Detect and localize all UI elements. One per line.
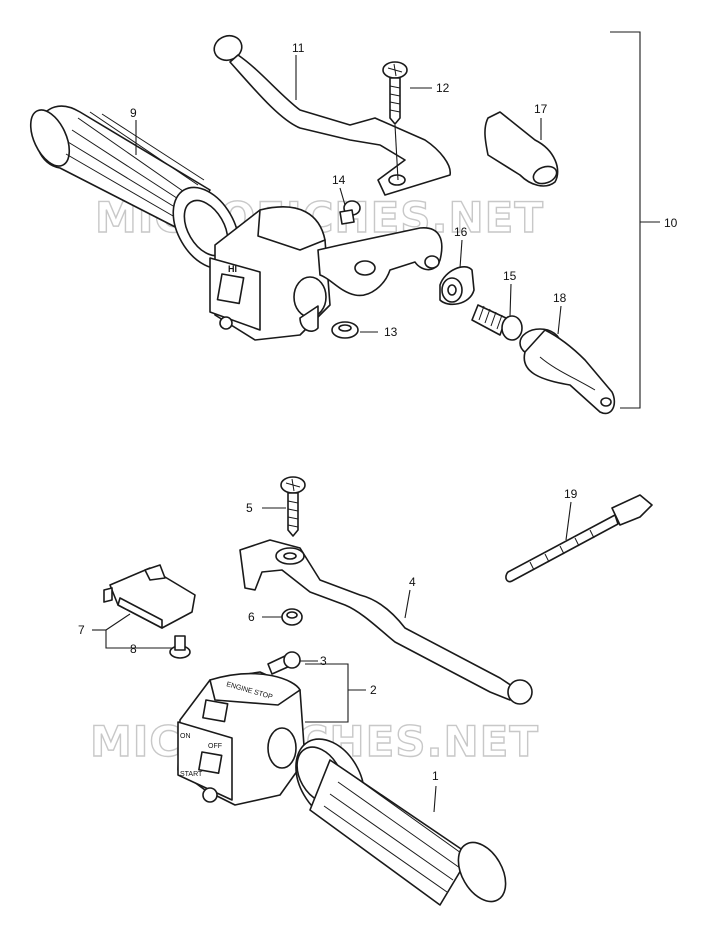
- part-9-grip-left: [29, 105, 240, 270]
- lever-bracket: [317, 227, 443, 297]
- callout-12: 12: [436, 81, 450, 95]
- callout-5: 5: [246, 501, 253, 515]
- start-label: START: [180, 771, 203, 778]
- callout-1: 1: [432, 769, 439, 783]
- bracket-2: [305, 663, 349, 723]
- part-7-switch: [103, 564, 196, 629]
- part-4-clutch-lever: [239, 539, 533, 705]
- part-3-bolt: [267, 651, 301, 675]
- callout-18: 18: [553, 291, 567, 305]
- part-8-screw: [169, 635, 191, 659]
- bracket-10: [610, 31, 641, 409]
- part-19-cable-tie: [505, 494, 653, 583]
- callout-6: 6: [248, 610, 255, 624]
- part-2-left-switch-housing: ENGINE STOP ON OFF START: [177, 671, 306, 806]
- part-5-screw: [280, 476, 306, 537]
- callout-3: 3: [320, 654, 327, 668]
- part-17-cover: [484, 111, 559, 187]
- callout-14: 14: [332, 173, 346, 187]
- part-13-nut: [331, 321, 359, 339]
- on-label: ON: [180, 733, 191, 740]
- callout-10: 10: [664, 216, 678, 230]
- part-11-brake-lever: [213, 34, 451, 196]
- off-label: OFF: [208, 743, 222, 750]
- part-12-screw: [382, 61, 408, 181]
- callout-4: 4: [409, 575, 416, 589]
- callout-19: 19: [564, 487, 578, 501]
- part-6-nut: [281, 608, 303, 626]
- callout-15: 15: [503, 269, 517, 283]
- callout-8: 8: [130, 642, 137, 656]
- part-14-bolt: [339, 200, 361, 225]
- hi-label: HI: [228, 264, 237, 274]
- part-1-grip-right: [295, 738, 507, 906]
- right-switch-housing: HI: [209, 206, 331, 341]
- callout-7: 7: [78, 623, 85, 637]
- bracket-7: [105, 630, 172, 649]
- callout-13: 13: [384, 325, 398, 339]
- part-18-boot: [519, 328, 616, 415]
- callout-17: 17: [534, 102, 548, 116]
- callout-2: 2: [370, 683, 377, 697]
- part-15-adjuster-bolt: [471, 304, 523, 341]
- callout-11: 11: [292, 41, 305, 55]
- callout-16: 16: [454, 225, 468, 239]
- part-16-adjuster-nut: [439, 266, 475, 306]
- callout-9: 9: [130, 106, 137, 120]
